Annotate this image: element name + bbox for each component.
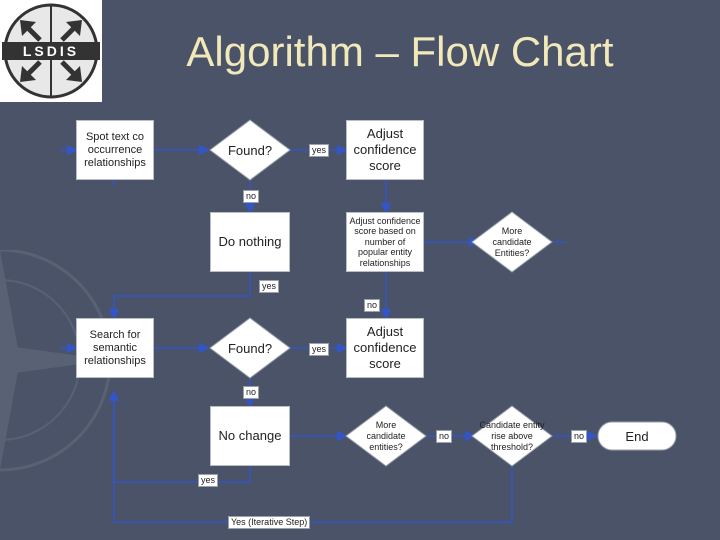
adjust-confidence-box-1: Adjust confidence score xyxy=(346,120,424,180)
candidate-rise-diamond xyxy=(471,405,553,467)
yes1-label: yes xyxy=(309,144,330,157)
spot-text-box: Spot text co occurrence relationships xyxy=(76,120,154,180)
do-nothing-box: Do nothing xyxy=(210,212,290,272)
no3-label: no xyxy=(243,386,260,399)
candidate-rise-label: Candidate entity rise above threshold? xyxy=(479,419,545,452)
compass-logo-icon: LSDIS xyxy=(2,3,100,99)
no5-label: no xyxy=(571,430,588,443)
no2-label: no xyxy=(364,299,381,312)
found1-label: Found? xyxy=(227,142,273,158)
search-semantic-box: Search for semantic relationships xyxy=(76,318,154,378)
adjust-popular-box: Adjust confidence score based on number … xyxy=(346,212,424,272)
logo-text: LSDIS xyxy=(23,43,79,59)
more-candidate1-label: More candidate Entities? xyxy=(492,225,532,258)
found2-diamond xyxy=(209,317,291,379)
found1-diamond xyxy=(209,119,291,181)
yes3-label: yes xyxy=(309,343,330,356)
end-terminator xyxy=(597,421,677,451)
iterative-loop-line xyxy=(113,392,513,523)
adjust-confidence-box-2: Adjust confidence score xyxy=(346,318,424,378)
more-candidate1-diamond xyxy=(471,211,553,273)
slide-title: Algorithm – Flow Chart xyxy=(186,28,614,75)
more-candidate2-label: More candidate entities? xyxy=(366,419,406,452)
yes4-label: yes xyxy=(198,474,219,487)
yes-iterative-label: Yes (Iterative Step) xyxy=(228,516,311,529)
more-candidate2-diamond xyxy=(345,405,427,467)
no1-label: no xyxy=(243,190,260,203)
yes2-label: yes xyxy=(259,280,280,293)
lsdis-logo: LSDIS xyxy=(0,0,102,102)
end-label: End xyxy=(625,428,649,444)
no-change-box: No change xyxy=(210,406,290,466)
no4-label: no xyxy=(436,430,453,443)
yes-to-search-arrow xyxy=(108,295,250,320)
found2-label: Found? xyxy=(227,340,273,356)
